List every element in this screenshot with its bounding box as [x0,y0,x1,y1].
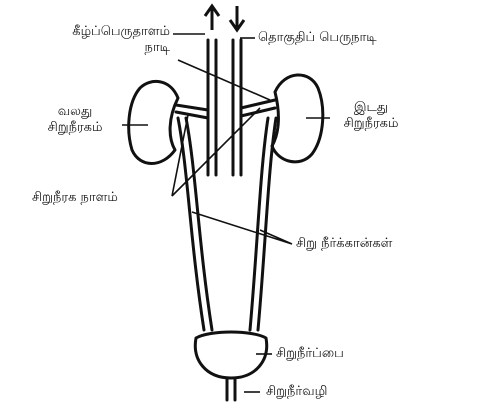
leader-ivc [173,34,270,100]
label-left-kidney: இடது சிறுநீரகம் [326,100,416,132]
renal-vessel-left [241,100,275,116]
label-right-kidney: வலது சிறுநீரகம் [30,104,120,136]
renal-vessel-right [176,105,208,118]
label-right-kidney-line2: சிறுநீரகம் [30,120,120,136]
right-kidney-shape [129,81,178,163]
bladder-shape [195,332,266,378]
label-left-kidney-line2: சிறுநீரகம் [326,116,416,132]
label-ureters: சிறு நீர்க்கான்கள் [296,236,392,252]
label-bladder: சிறுநீர்ப்பை [276,346,344,362]
arrow-down [230,6,244,30]
left-ureter [250,118,276,330]
label-aorta: தொகுதிப் பெருநாடி [258,30,377,46]
arrow-up [205,6,219,30]
label-urethra: சிறுநீர்வழி [266,384,327,400]
label-right-kidney-line1: வலது [30,104,120,120]
leader-ureters [192,212,292,244]
label-ivc-line2: நாடி [38,40,170,56]
label-ivc: கீழ்ப்பெருதாளம் நாடி [38,24,170,56]
flow-arrows [205,6,244,30]
urethra-tube [227,378,235,400]
label-renal-vessels: சிறுநீரக நாளம் [32,190,118,206]
vena-cava-vessel [208,40,216,175]
label-ivc-line1: கீழ்ப்பெருதாளம் [38,24,170,40]
label-left-kidney-line1: இடது [326,100,416,116]
